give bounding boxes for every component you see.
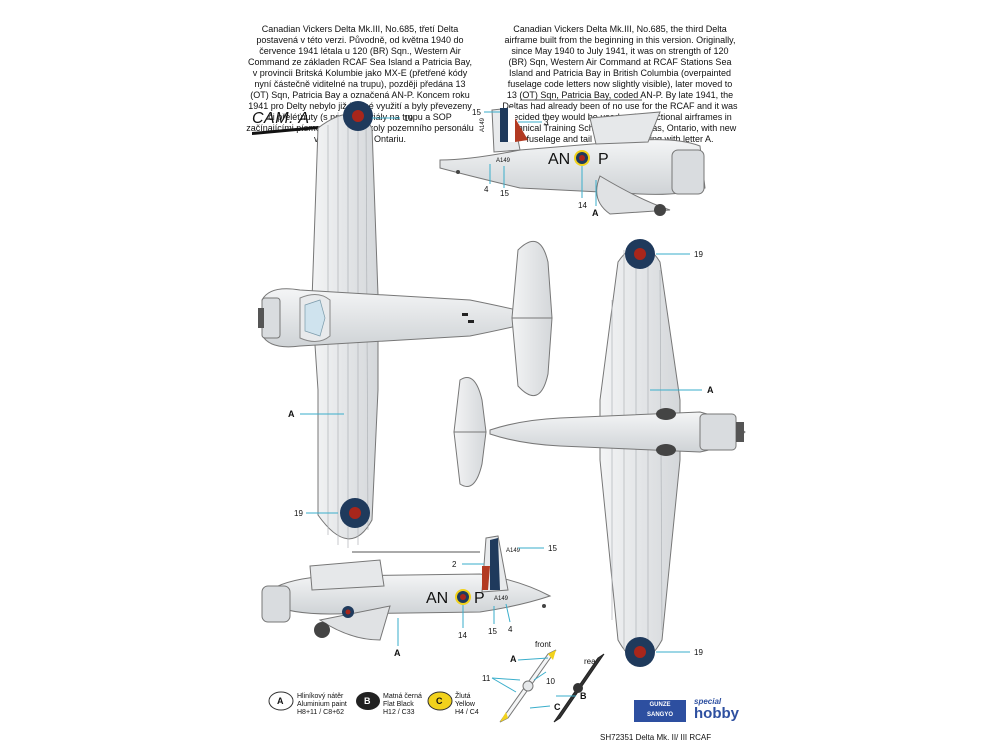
prop-rear-label: rear [584,657,599,666]
legend-item-black: Matná černá Flat Black H12 / C33 [383,693,422,717]
prop-callout-11: 11 [482,674,491,683]
serial-fin-right: A149 [480,117,486,132]
side-engine-left [261,585,291,623]
legend-item-yellow: Žlutá Yellow H4 / C4 [455,693,479,717]
prop-callout-A: A [510,654,517,664]
prop-front-label: front [535,640,552,649]
callout-2: 2 [452,560,457,569]
fuselage-roundel-wing-left [342,606,354,618]
callout-19-bottom-upper: 19 [694,250,703,259]
callout-14-left: 14 [458,631,467,640]
callout-15-right-fus: 15 [500,189,509,198]
bottom-roundel-lower [625,637,655,667]
fuselage-roundel-left [455,589,471,605]
propeller-detail: front rear A 11 10 C B [482,640,605,723]
callout-15-left-fus: 15 [488,627,497,636]
bottom-view: 19 19 A [453,239,746,667]
scheme-underline [252,126,318,135]
fin-red-left [482,566,490,590]
side-cockpit-left [309,559,385,591]
side-wing-right [596,175,671,215]
side-view-right: AN P A149 A149 15 3 14 A 4 15 [439,99,706,218]
callout-4-right: 4 [484,185,489,194]
callout-19-top-upper: 19 [404,114,413,123]
top-canopy [304,299,326,337]
code-left-right-view: AN [548,151,570,168]
bottom-engine [699,413,737,451]
top-tailplane-left [511,240,553,319]
side-cockpit-right [589,111,661,145]
code-left-left-view: AN [426,590,448,607]
legend-key-B: B [364,696,371,706]
top-roundel-lower [340,498,370,528]
top-tailplane-right [511,317,553,397]
legend-en: Aluminium paint [297,701,347,708]
serial-fin-left: A149 [506,548,521,554]
callout-4-left: 4 [508,625,513,634]
callout-15-right-fin: 15 [472,108,481,117]
gunze-text-1: GUNZE [649,702,671,708]
code-right-right-view: P [598,151,609,168]
top-view: A 19 19 [258,101,553,548]
callout-A-top: A [288,409,295,419]
bottom-fuselage [489,411,746,453]
side-engine-right [671,149,705,195]
legend-cz: Žlutá [455,693,471,700]
serial-fuselage-left: A149 [494,596,509,602]
prop-callout-10: 10 [546,677,555,686]
legend-codes: H4 / C4 [455,709,479,716]
special-text: special [694,697,722,706]
callout-14-right: 14 [578,201,587,210]
serial-fuselage-right: A149 [496,158,511,164]
top-engine [261,297,281,339]
callout-A-bottom: A [707,385,714,395]
fin-blue-left [490,538,500,590]
callout-19-top-lower: 19 [294,509,303,518]
special-hobby-logo: special hobby [694,697,739,722]
fuselage-roundel-right [574,150,590,166]
callout-15-left-fin: 15 [548,544,557,553]
legend-en: Yellow [455,701,475,708]
legend-key-C: C [436,696,443,706]
legend-en: Flat Black [383,701,414,708]
top-roundel-upper [343,101,373,131]
sheet-footer: SH72351 Delta Mk. II/ III RCAF [600,733,712,742]
legend-swatches: A B C [268,691,453,711]
legend-key-A: A [277,696,284,706]
legend-codes: H8+11 / C8+62 [297,709,344,716]
callout-3: 3 [544,118,549,127]
gunze-logo: GUNZE SANGYO [634,700,686,722]
callout-A-left: A [394,648,401,658]
top-spinner [258,308,264,328]
legend-item-aluminium: Hliníkový nátěr Aluminium paint H8+11 / … [297,693,347,717]
legend-cz: Matná černá [383,693,422,700]
legend-cz: Hliníkový nátěr [297,693,344,700]
side-view-left: AN P A149 A149 2 15 14 15 4 A [261,535,557,658]
prop-callout-B: B [580,691,587,701]
scheme-label: CAM. A [252,110,310,127]
fin-red-right [515,118,528,142]
hobby-text: hobby [694,705,739,722]
side-fuselage-right [439,139,706,195]
code-right-left-view: P [474,590,485,607]
legend-codes: H12 / C33 [383,709,415,716]
callout-A-right: A [592,208,599,218]
callout-19-bottom-lower: 19 [694,648,703,657]
gunze-text-2: SANGYO [646,712,673,718]
bottom-tailplane-left [453,377,487,433]
fin-blue-right [500,108,508,142]
prop-callout-C: C [554,702,561,712]
bottom-roundel-upper [625,239,655,269]
bottom-tailplane-right [453,431,487,487]
